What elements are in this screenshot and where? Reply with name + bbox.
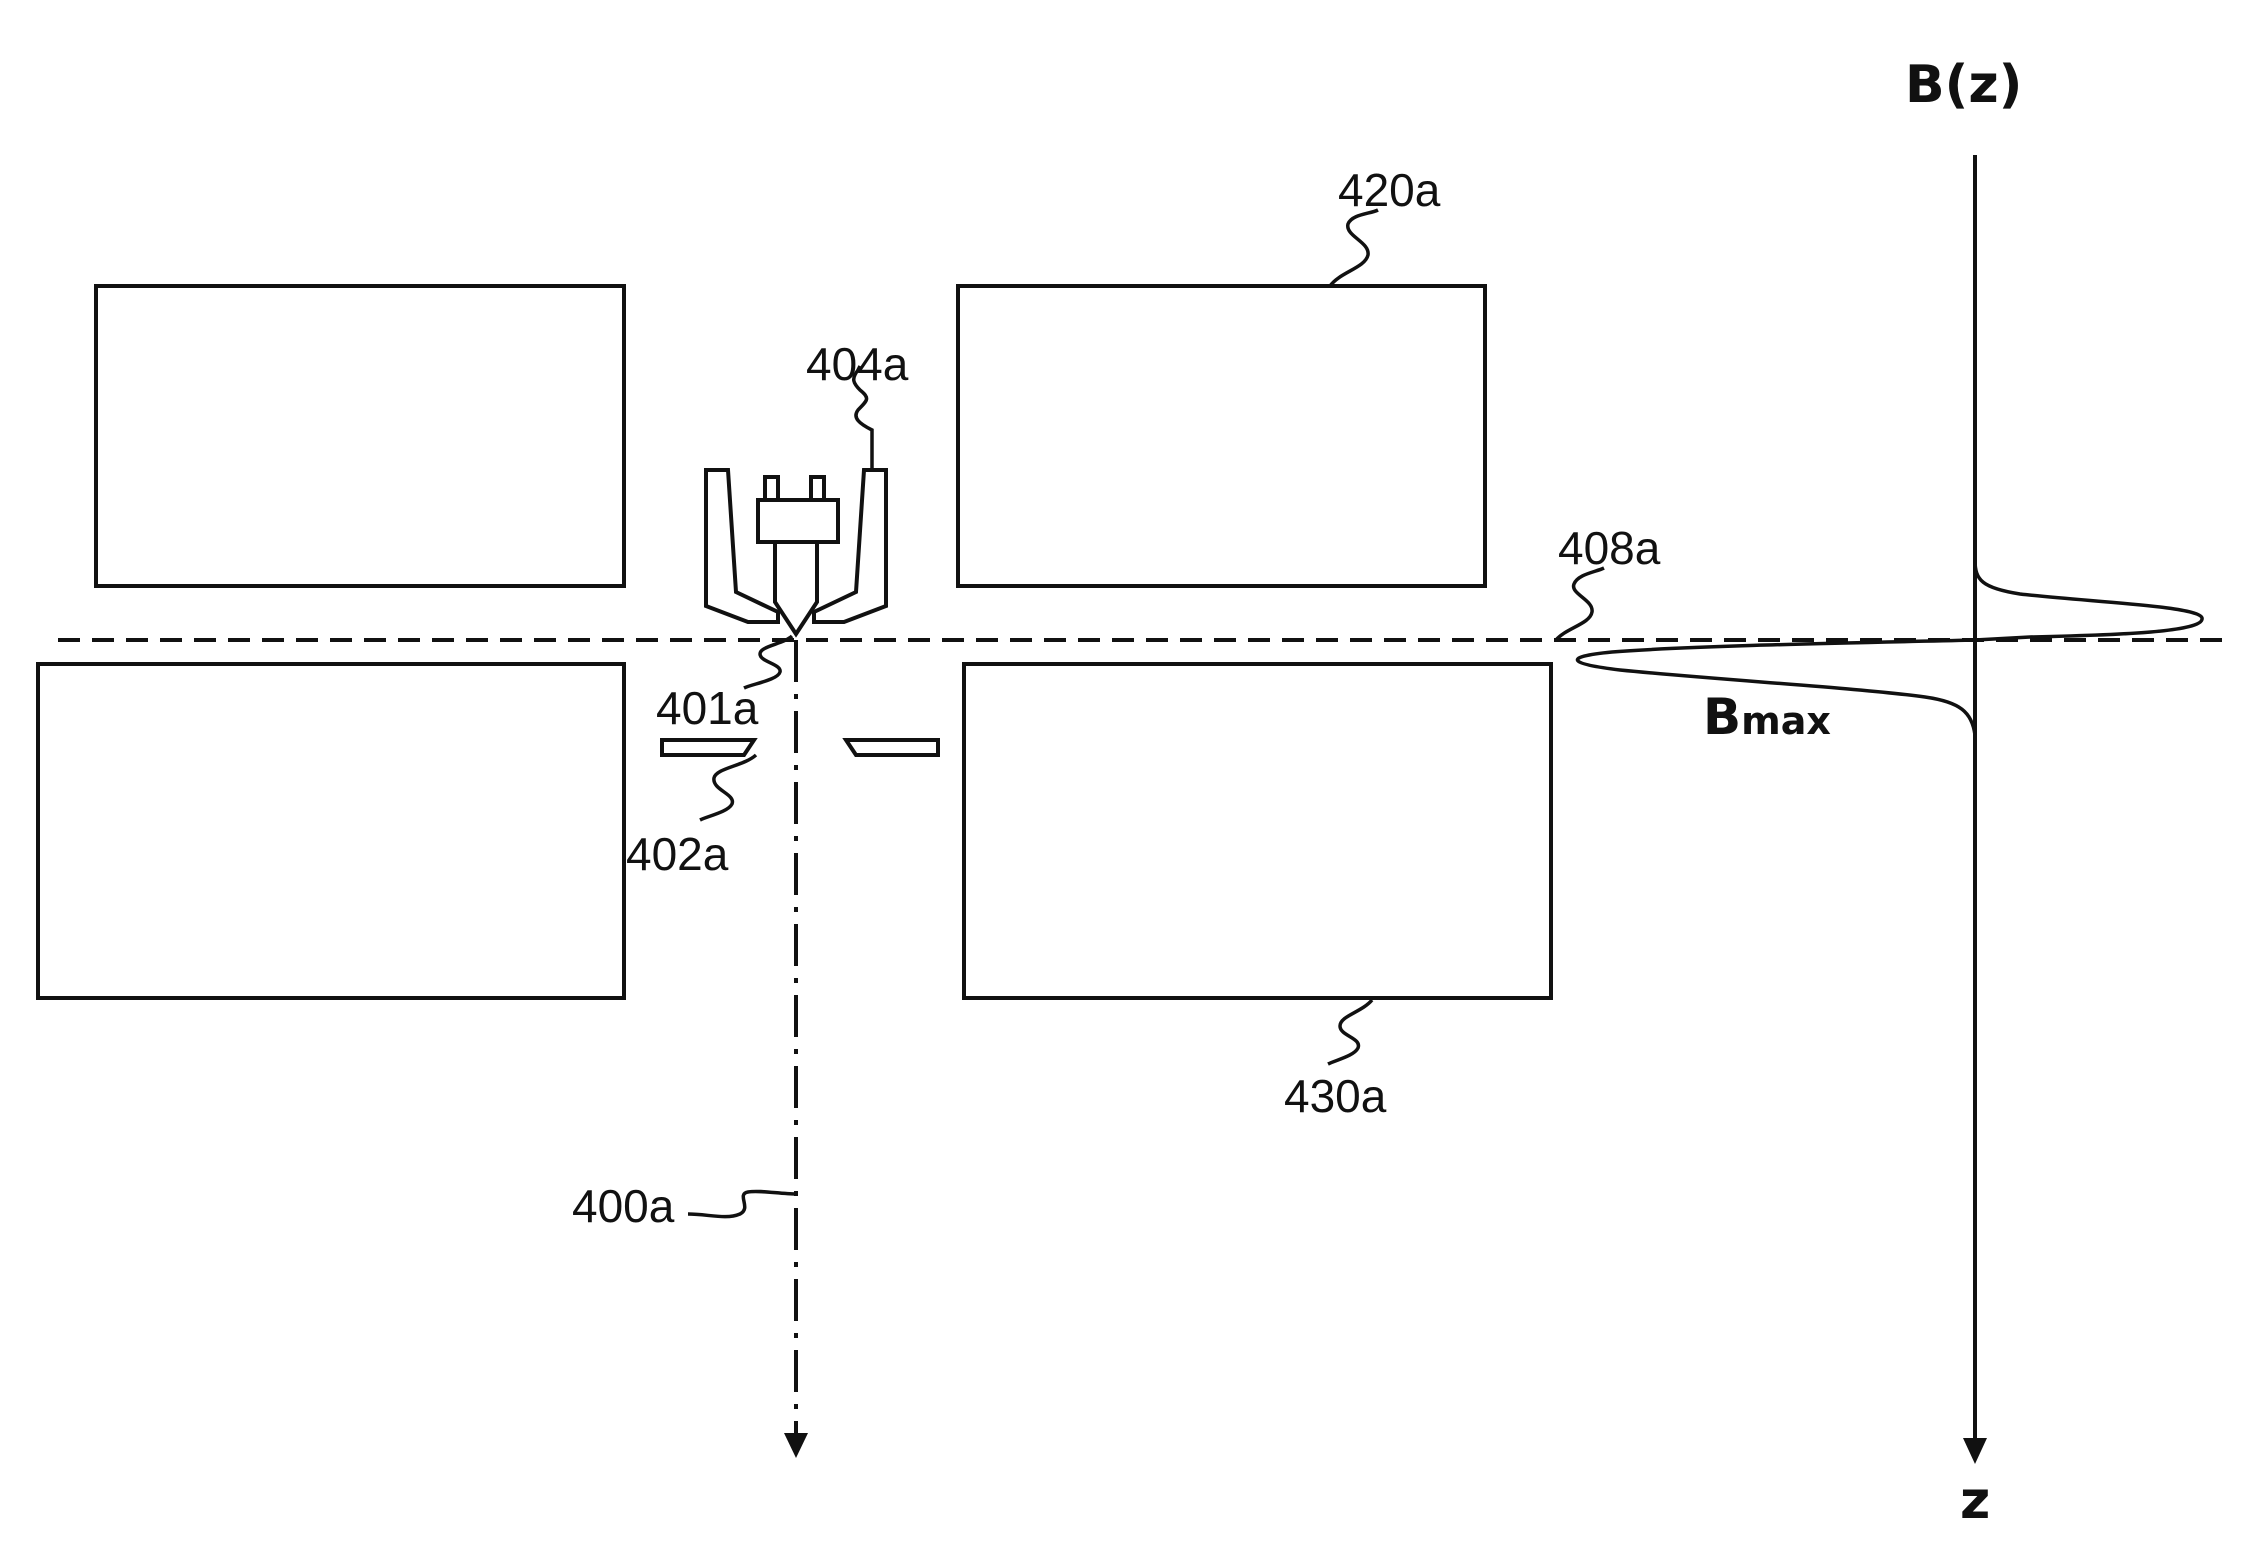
ref-label-408a: 408a [1558, 522, 1661, 574]
leader-400a [688, 1191, 796, 1216]
ref-label-402a: 402a [626, 828, 729, 880]
optical-axis-arrowhead [784, 1433, 808, 1458]
ref-label-400a: 400a [572, 1180, 675, 1232]
field-axis-arrowhead [1963, 1438, 1987, 1464]
leader-401a [744, 636, 792, 688]
extractor-plate-right [846, 740, 938, 755]
upper-right-pole-block-420a [958, 286, 1485, 586]
field-profile-curve [1577, 560, 2202, 735]
leader-420a [1330, 210, 1378, 286]
axis-label-z: z [1960, 1471, 1990, 1531]
bmax-label: Bmax [1703, 688, 1831, 746]
ref-label-430a: 430a [1284, 1070, 1387, 1122]
leader-408a [1556, 568, 1604, 640]
ref-label-420a: 420a [1338, 164, 1441, 216]
leader-402a [700, 755, 756, 820]
ref-label-404a: 404a [806, 338, 909, 390]
ref-label-401a: 401a [656, 682, 759, 734]
upper-left-pole-block [96, 286, 624, 586]
axis-title-bz: B(z) [1905, 55, 2022, 115]
emitter-assembly-404a [706, 470, 886, 634]
leader-430a [1328, 1000, 1372, 1064]
lower-left-pole-block [38, 664, 624, 998]
extractor-plate-left-402a [662, 740, 754, 755]
lower-right-pole-block-430a [964, 664, 1551, 998]
